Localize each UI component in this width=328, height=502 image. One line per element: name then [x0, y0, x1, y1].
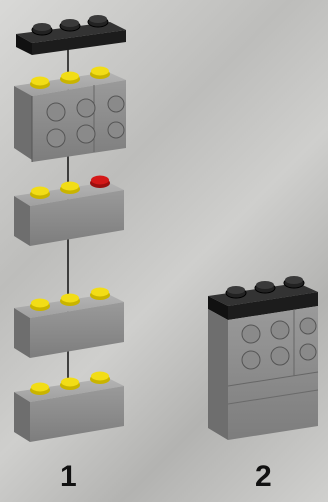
gray-brick-red-stud: [14, 176, 124, 247]
gray-brick: [14, 288, 124, 359]
step-number-1: 1: [60, 460, 77, 494]
step-number-2: 2: [255, 460, 272, 494]
gray-brick: [14, 372, 124, 443]
assembled-stack: [208, 276, 318, 440]
black-plate: [16, 15, 126, 55]
gray-bracket: [14, 67, 126, 163]
